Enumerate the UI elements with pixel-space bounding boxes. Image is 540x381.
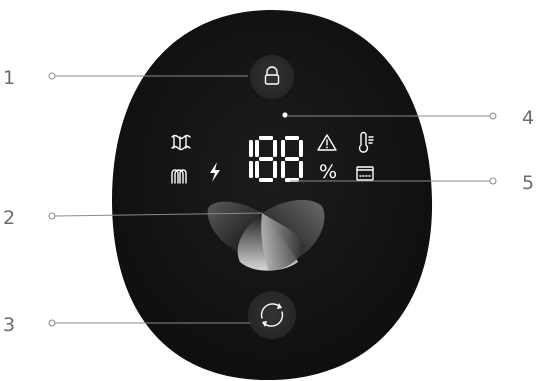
- digit-2-segment-a: [259, 136, 273, 140]
- digit-1-segment-c: [249, 161, 253, 178]
- digit-3-segment-a: [285, 136, 299, 140]
- svg-text:2: 2: [3, 207, 15, 229]
- svg-text:5: 5: [522, 172, 534, 194]
- svg-text:1: 1: [3, 67, 15, 89]
- digit-2-segment-b: [273, 140, 277, 157]
- digit-3-segment-b: [299, 140, 303, 157]
- digit-3-segment-e: [281, 161, 285, 178]
- digit-2-segment-c: [273, 161, 277, 178]
- svg-text:3: 3: [3, 314, 15, 336]
- digit-2-segment-d: [259, 178, 273, 182]
- digit-3-segment-f: [281, 140, 285, 157]
- digit-3-segment-g: [285, 157, 299, 161]
- lock-button[interactable]: [250, 55, 294, 99]
- digit-3-segment-c: [299, 161, 303, 178]
- digit-2-segment-g: [259, 157, 273, 161]
- digit-2-segment-f: [255, 140, 259, 157]
- cycle-button[interactable]: [248, 291, 296, 339]
- svg-text:4: 4: [522, 107, 534, 129]
- percent-symbol: %: [319, 161, 337, 183]
- digit-2-segment-e: [255, 161, 259, 178]
- indicator-dot: [282, 112, 287, 117]
- digit-1-segment-b: [249, 140, 253, 157]
